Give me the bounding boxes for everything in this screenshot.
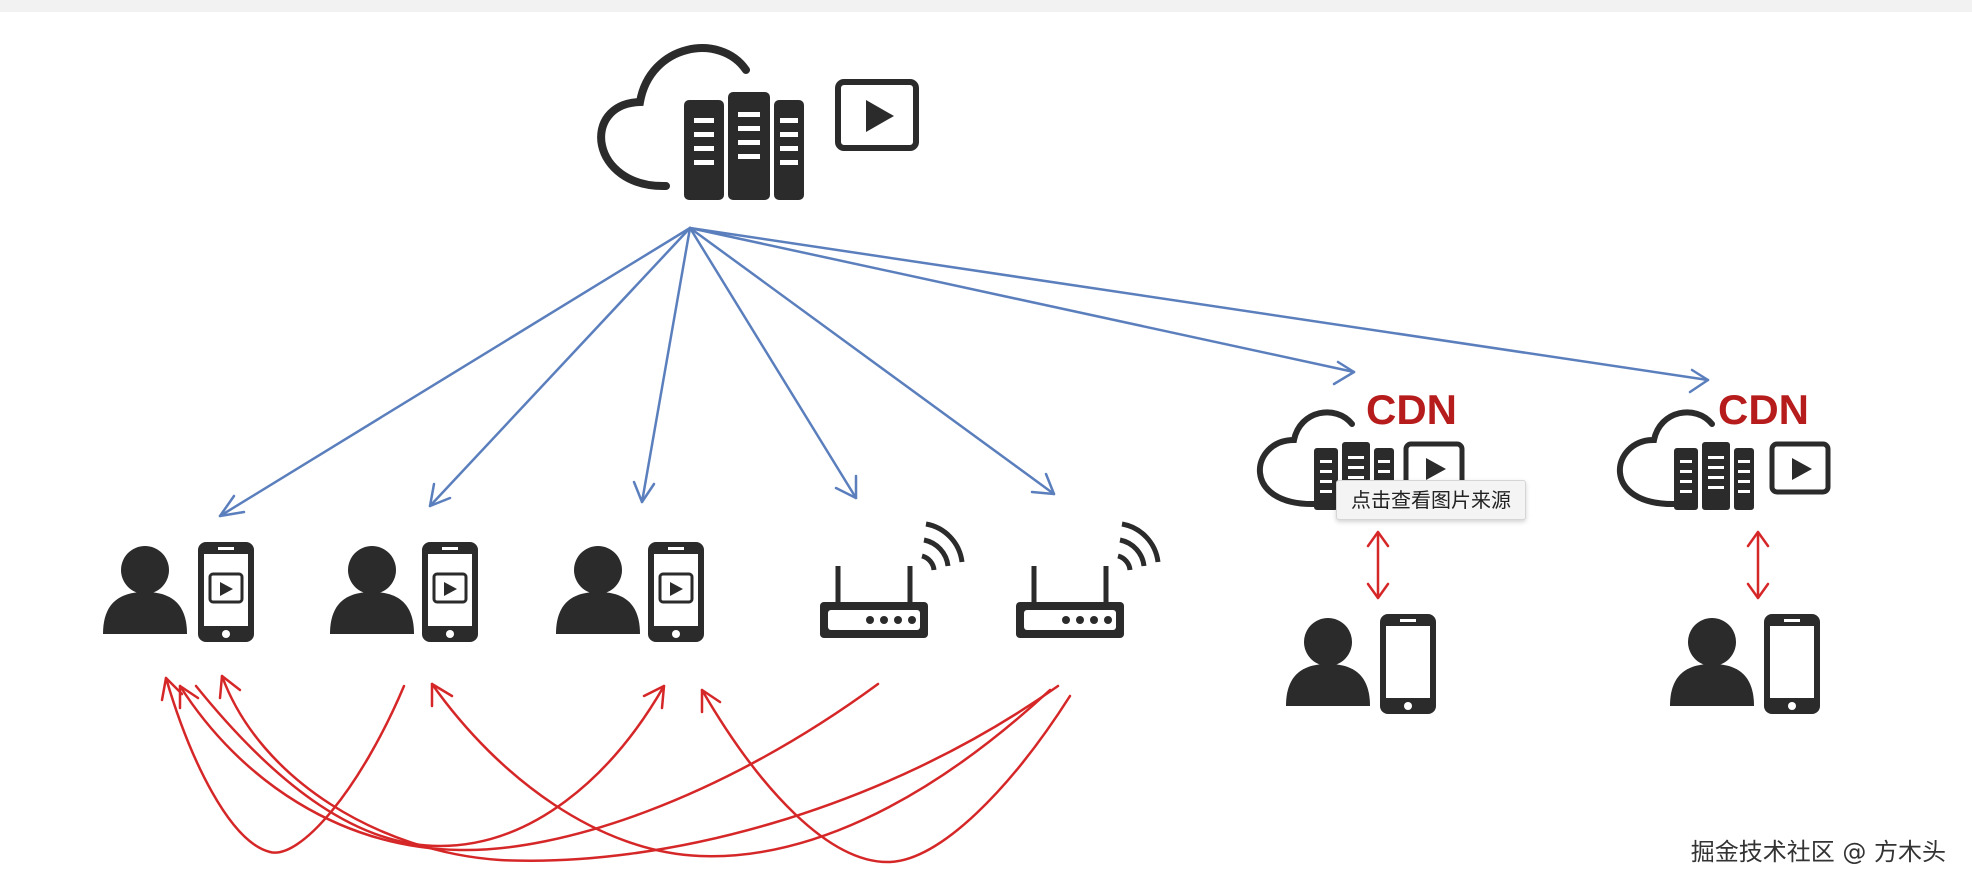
user-icon	[556, 546, 640, 634]
phone-video-icon	[648, 542, 704, 642]
watermark: 掘金技术社区 @ 方木头	[1690, 838, 1946, 866]
p2p-arrow-router2-to-peer2	[430, 682, 1052, 858]
server-rack-icon	[684, 92, 804, 200]
cdn-node-1: CDN	[1257, 386, 1465, 714]
origin-node	[597, 44, 919, 200]
smartphone-icon	[1764, 614, 1820, 714]
cdn-node-2: CDN	[1617, 386, 1831, 714]
phone-video-icon	[422, 542, 478, 642]
cdn-label: CDN	[1366, 386, 1457, 433]
cloud-icon	[597, 44, 750, 191]
video-play-icon	[835, 79, 919, 151]
cloud-icon	[1617, 409, 1715, 508]
peer-3	[556, 542, 704, 642]
p2p-arrow-router1-to-peer1	[178, 682, 880, 852]
peer-1	[103, 542, 254, 642]
cdn-link-arrow	[1746, 530, 1770, 600]
wifi-router-icon	[1016, 521, 1161, 638]
phone-video-icon	[198, 542, 254, 642]
router-2	[1016, 521, 1161, 638]
p2p-arrow-peer1-to-peer3	[194, 684, 666, 848]
arrow-origin-to-router-2	[688, 226, 1056, 496]
video-play-icon	[1769, 441, 1831, 495]
smartphone-icon	[1380, 614, 1436, 714]
p2p-arrow-router2-to-peer1	[218, 674, 1060, 862]
peer-2	[330, 542, 478, 642]
user-icon	[1670, 618, 1754, 706]
user-icon	[1286, 618, 1370, 706]
user-icon	[330, 546, 414, 634]
wifi-router-icon	[820, 521, 965, 638]
arrow-origin-to-cdn-1	[688, 226, 1356, 386]
p2p-arrows	[160, 674, 1072, 864]
router-1	[820, 521, 965, 638]
distribution-arrows	[218, 226, 1710, 518]
arrow-origin-to-peer-3	[632, 226, 692, 504]
top-strip	[0, 0, 1972, 12]
arrow-origin-to-peer-1	[218, 226, 692, 518]
server-rack-icon	[1674, 442, 1754, 510]
arrow-origin-to-peer-2	[428, 226, 692, 508]
cdn-link-arrow	[1366, 530, 1390, 600]
cloud-icon	[1257, 409, 1355, 508]
user-icon	[103, 546, 187, 634]
arrow-origin-to-router-1	[688, 226, 858, 500]
cdn-label: CDN	[1718, 386, 1809, 433]
p2p-arrow-router2-to-peer3	[700, 688, 1072, 864]
arrow-origin-to-cdn-2	[688, 226, 1710, 394]
image-source-tooltip[interactable]: 点击查看图片来源	[1336, 480, 1526, 520]
p2p-arrow-peer2-to-peer1	[160, 676, 406, 854]
